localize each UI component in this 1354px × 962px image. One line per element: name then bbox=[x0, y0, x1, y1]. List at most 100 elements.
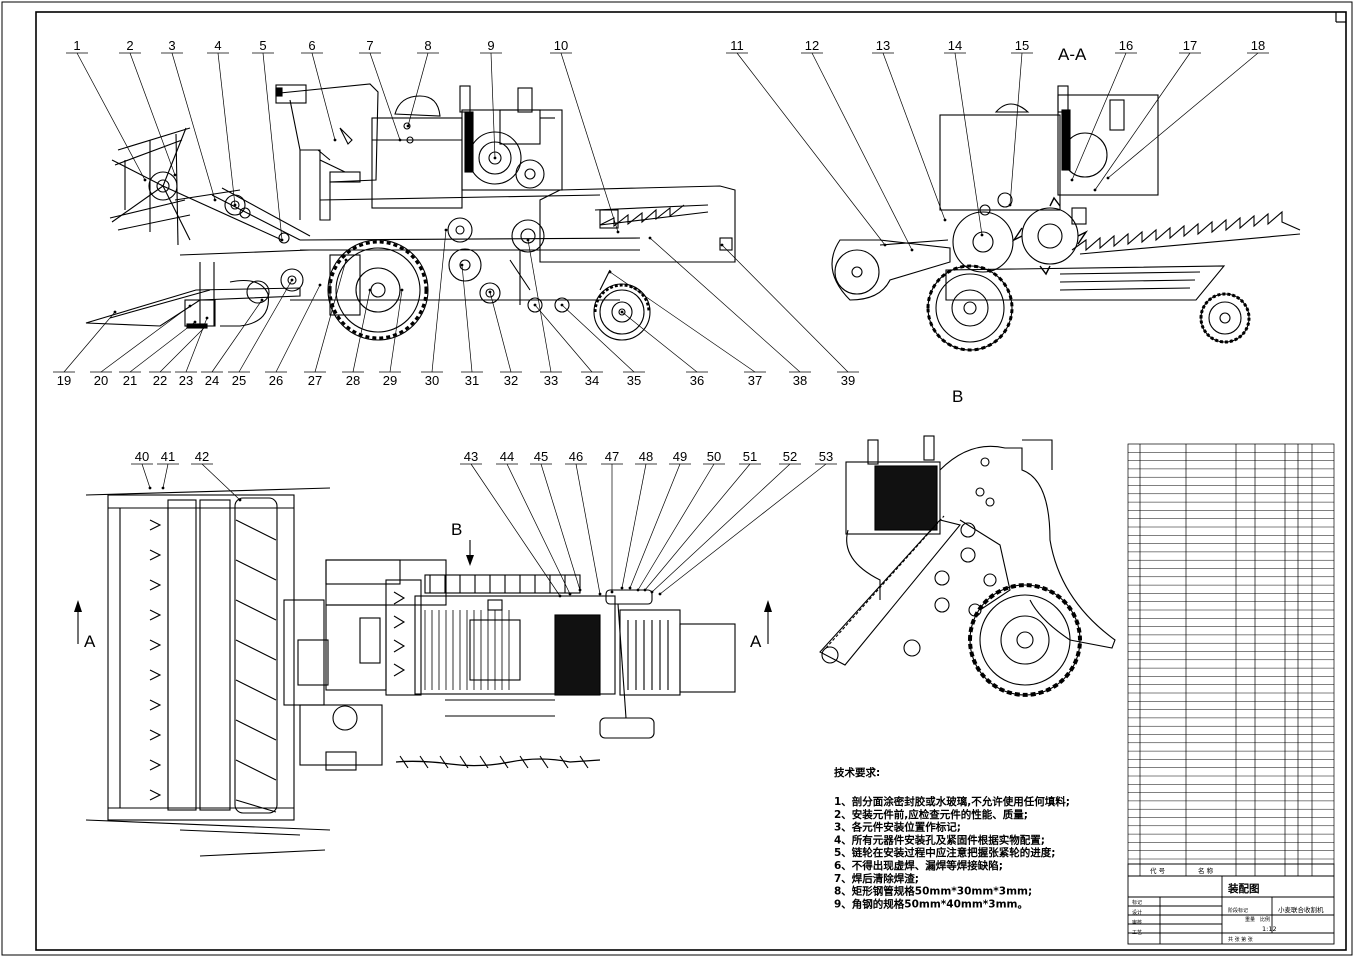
callout-leader bbox=[461, 264, 473, 373]
callout-leader bbox=[201, 463, 241, 501]
callout-number: 46 bbox=[569, 449, 583, 464]
side-view bbox=[85, 83, 736, 341]
callout-number: 26 bbox=[269, 373, 283, 388]
callout-leader bbox=[506, 463, 571, 595]
callout-dot bbox=[488, 290, 492, 294]
callout-dot bbox=[648, 236, 652, 240]
view-b bbox=[819, 435, 1116, 697]
callout-leader bbox=[811, 52, 913, 251]
callout-number: 28 bbox=[346, 373, 360, 388]
callout-number: 35 bbox=[627, 373, 641, 388]
callout-dot bbox=[260, 298, 264, 302]
callout-number: 38 bbox=[793, 373, 807, 388]
callout-dot bbox=[333, 138, 337, 142]
callout-leader bbox=[736, 52, 886, 246]
callout-number: 25 bbox=[232, 373, 246, 388]
section-rear-wheel bbox=[1199, 292, 1251, 344]
callout-dot bbox=[943, 218, 947, 222]
callout-leader bbox=[540, 463, 581, 591]
title-block-row-label: 工艺 bbox=[1132, 930, 1142, 936]
callout-dot bbox=[444, 228, 448, 232]
callout-dot bbox=[400, 288, 404, 292]
callout-leader bbox=[314, 259, 347, 373]
callout-leader bbox=[882, 52, 946, 221]
title-block-col-name: 名 称 bbox=[1198, 866, 1214, 875]
callout-leader bbox=[275, 284, 321, 373]
callout-dot bbox=[533, 303, 537, 307]
section-drive-wheel bbox=[926, 264, 1014, 352]
callout-leader bbox=[637, 463, 715, 591]
callout-dot bbox=[344, 258, 348, 262]
arrow-label-a-right: A bbox=[750, 632, 762, 651]
requirement-item: 2、安装元件前,应检查元件的性能、质量; bbox=[834, 808, 1028, 821]
callout-number: 3 bbox=[168, 38, 175, 53]
thresher-body bbox=[371, 85, 563, 209]
arrow-label-a-left: A bbox=[84, 632, 96, 651]
callout-number: 27 bbox=[308, 373, 322, 388]
callout-number: 8 bbox=[424, 38, 431, 53]
callout-number: 40 bbox=[135, 449, 149, 464]
callout-leader bbox=[470, 463, 561, 597]
callout-dot bbox=[620, 310, 624, 314]
callout-leader bbox=[407, 52, 429, 127]
front-drive-wheel bbox=[327, 239, 429, 341]
requirement-item: 4、所有元器件安装孔及紧固件根据实物配置; bbox=[834, 833, 1045, 846]
drawing-name: 装配图 bbox=[1227, 882, 1260, 895]
callout-dot bbox=[910, 248, 914, 252]
callout-number: 52 bbox=[783, 449, 797, 464]
callout-number: 51 bbox=[743, 449, 757, 464]
view-label-b: B bbox=[952, 387, 963, 406]
section-label-aa: A-A bbox=[1058, 45, 1087, 64]
callout-leader bbox=[159, 325, 207, 373]
callout-number: 5 bbox=[259, 38, 266, 53]
rear-steer-wheel bbox=[593, 269, 651, 341]
callout-number: 16 bbox=[1119, 38, 1133, 53]
callout-dot bbox=[1093, 188, 1097, 192]
callout-number: 7 bbox=[366, 38, 373, 53]
callout-leader bbox=[1094, 52, 1191, 191]
callout-leader bbox=[721, 244, 849, 373]
scale-value: 1:12 bbox=[1262, 925, 1277, 933]
callout-leader bbox=[129, 321, 196, 373]
callout-number: 34 bbox=[585, 373, 599, 388]
straw-walker bbox=[539, 185, 736, 263]
corner-marks bbox=[1335, 12, 1346, 23]
title-block bbox=[1127, 863, 1335, 945]
callout-number: 23 bbox=[179, 373, 193, 388]
callout-leader bbox=[311, 52, 336, 141]
callout-leader bbox=[534, 304, 593, 373]
callout-dot bbox=[290, 278, 294, 282]
technical-requirements: 技术要求: 1、剖分面涂密封胶或水玻璃,不允许使用任何填料;2、安装元件前,应检… bbox=[834, 766, 1070, 910]
callout-dot bbox=[233, 203, 237, 207]
callout-dot bbox=[406, 124, 410, 128]
callout-leader bbox=[621, 311, 698, 373]
callout-number: 15 bbox=[1015, 38, 1029, 53]
callout-dot bbox=[213, 198, 217, 202]
inner-border bbox=[35, 11, 1347, 951]
callout-number: 30 bbox=[425, 373, 439, 388]
callout-number: 12 bbox=[805, 38, 819, 53]
callout-leader bbox=[575, 463, 601, 595]
requirement-item: 7、焊后清除焊渣; bbox=[834, 872, 919, 885]
callout-leader bbox=[217, 52, 236, 206]
callout-dot bbox=[610, 590, 614, 594]
callout-leader bbox=[490, 52, 496, 159]
callout-leader bbox=[238, 279, 293, 373]
callout-number: 29 bbox=[383, 373, 397, 388]
callout-leader bbox=[352, 289, 371, 373]
callout-number: 49 bbox=[673, 449, 687, 464]
callout-dot bbox=[193, 320, 197, 324]
callout-leader bbox=[141, 463, 151, 489]
callout-number: 14 bbox=[948, 38, 962, 53]
callout-number: 31 bbox=[465, 373, 479, 388]
callout-dot bbox=[113, 310, 117, 314]
requirement-item: 1、剖分面涂密封胶或水玻璃,不允许使用任何填料; bbox=[834, 795, 1070, 808]
callout-number: 53 bbox=[819, 449, 833, 464]
product-name: 小麦联合收割机 bbox=[1278, 905, 1324, 914]
sheet-label: 共 张 第 张 bbox=[1228, 936, 1253, 943]
title-block-row-label: 审核 bbox=[1132, 919, 1142, 926]
engine-radiator-fins bbox=[424, 610, 510, 690]
callout-number: 13 bbox=[876, 38, 890, 53]
